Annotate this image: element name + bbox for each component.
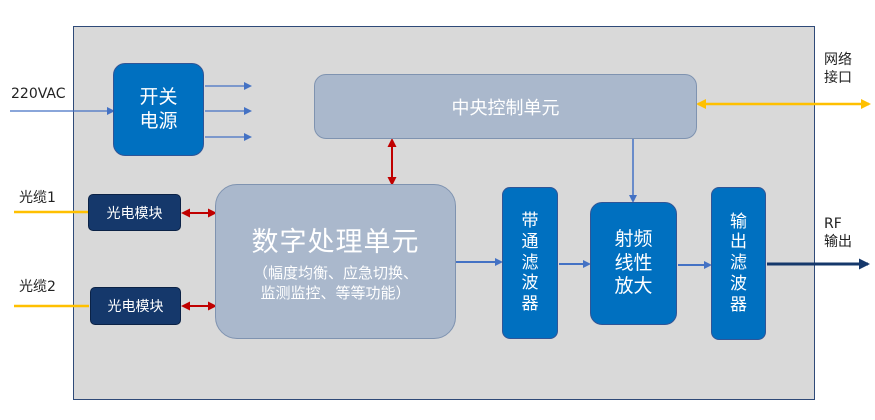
digital-processing-title: 数字处理单元	[251, 226, 420, 258]
power-supply-block: 开关 电源	[113, 63, 204, 156]
digital-processing-block: 数字处理单元 （幅度均衡、应急切换、 监测监控、等等功能）	[215, 184, 456, 339]
bandpass-filter-block: 带 通 滤 波 器	[502, 187, 558, 339]
optical-module-2: 光电模块	[90, 287, 181, 325]
central-control-block: 中央控制单元	[314, 74, 697, 139]
output-filter-label: 输 出 滤 波 器	[730, 211, 747, 315]
rf-amplifier-block: 射频 线性 放大	[590, 202, 677, 325]
rf-amplifier-label: 射频 线性 放大	[614, 227, 653, 298]
power-supply-label: 开关 电源	[139, 85, 178, 132]
output-filter-block: 输 出 滤 波 器	[711, 187, 766, 340]
central-control-label: 中央控制单元	[451, 97, 560, 119]
bandpass-filter-label: 带 通 滤 波 器	[521, 211, 539, 315]
network-port-label: 网络 接口	[824, 52, 852, 86]
optical-module-1-label: 光电模块	[106, 205, 163, 222]
digital-processing-subtitle: （幅度均衡、应急切换、 监测监控、等等功能）	[252, 263, 418, 302]
power-input-label: 220VAC	[11, 86, 66, 102]
optical-module-2-label: 光电模块	[107, 299, 164, 315]
rf-output-label: RF 输出	[824, 216, 852, 250]
fiber1-label: 光缆1	[19, 190, 56, 206]
fiber2-label: 光缆2	[19, 279, 56, 295]
optical-module-1: 光电模块	[88, 194, 181, 231]
